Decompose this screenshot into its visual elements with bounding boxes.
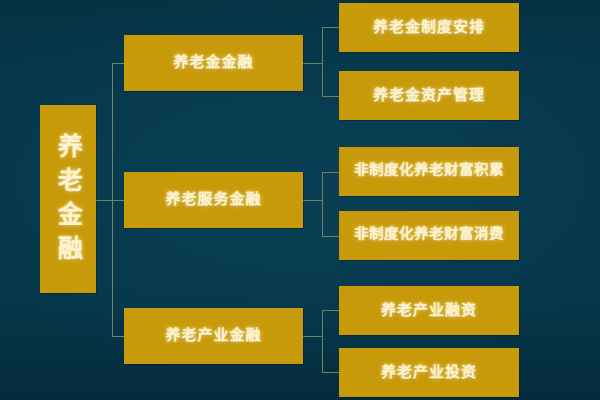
connector-branch-3-spine (322, 310, 323, 372)
leaf-node-elderly-industry-financing[interactable]: 养老产业融资 (339, 286, 519, 335)
connector-branch-2-spine (322, 172, 323, 236)
leaf-node-pension-asset-management[interactable]: 养老金资产管理 (339, 71, 519, 120)
connector-branch-2-to-leaf-3 (322, 172, 339, 173)
connector-branch-1-spine (322, 27, 323, 96)
connector-branch-3-to-leaf-6 (322, 372, 339, 373)
connector-branch-3-to-leaf-5 (322, 310, 339, 311)
connector-branch-3-stub (303, 336, 322, 337)
leaf-node-non-institutional-wealth-consumption[interactable]: 非制度化养老财富消费 (339, 211, 519, 260)
branch-node-pension-finance[interactable]: 养老金金融 (124, 35, 303, 91)
connector-branch-2-to-leaf-4 (322, 236, 339, 237)
connector-branch-1-to-leaf-2 (322, 96, 339, 97)
leaf-node-pension-system-arrangement[interactable]: 养老金制度安排 (339, 3, 519, 52)
root-node[interactable]: 养老金融 (40, 105, 96, 293)
connector-branch-1-stub (303, 63, 322, 64)
connector-root-stub (95, 200, 112, 201)
branch-node-elderly-service-finance[interactable]: 养老服务金融 (124, 172, 303, 228)
branch-node-elderly-industry-finance[interactable]: 养老产业金融 (124, 308, 303, 364)
leaf-node-elderly-industry-investment[interactable]: 养老产业投资 (339, 348, 519, 397)
connector-branch-1-to-leaf-1 (322, 27, 339, 28)
connector-branch-2-stub (303, 200, 322, 201)
leaf-node-non-institutional-wealth-accumulation[interactable]: 非制度化养老财富积累 (339, 147, 519, 196)
